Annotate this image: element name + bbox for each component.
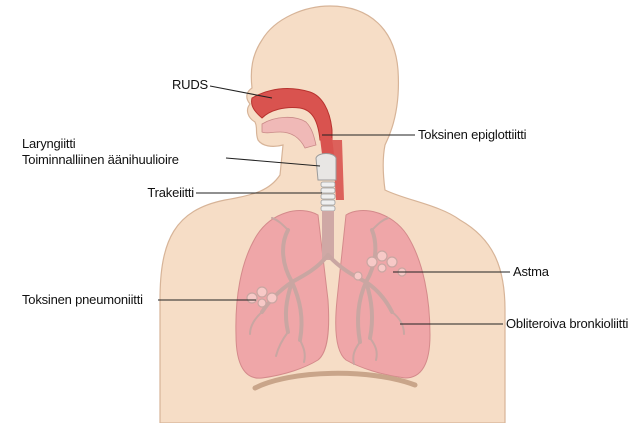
label-aanihuulioire: Toiminnalliinen äänihuulioire bbox=[22, 152, 179, 167]
label-trakeiitti: Trakeiitti bbox=[110, 185, 194, 200]
label-ruds: RUDS bbox=[150, 77, 208, 92]
label-obliteroiva-bronkioliitti: Obliteroiva bronkioliitti bbox=[506, 316, 628, 331]
trachea-lower bbox=[322, 211, 334, 260]
label-toksinen-pneumoniitti: Toksinen pneumoniitti bbox=[22, 292, 143, 307]
trachea bbox=[321, 182, 335, 211]
label-toksinen-epiglottiitti: Toksinen epiglottiitti bbox=[418, 127, 526, 142]
label-astma: Astma bbox=[513, 264, 549, 279]
label-laryngiitti: Laryngiitti bbox=[22, 136, 75, 151]
larynx bbox=[316, 154, 336, 181]
